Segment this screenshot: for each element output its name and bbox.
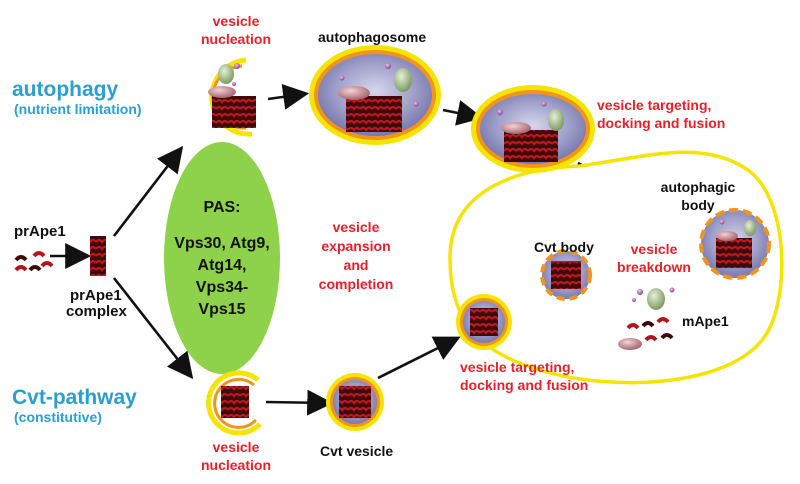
autophagy-title: autophagy <box>12 78 118 101</box>
arrow-complex-to-cvt-nucleation <box>112 277 194 380</box>
prape1-monomers <box>14 251 54 272</box>
pas-line-3: Vps34- <box>196 279 248 296</box>
pas-line-1: Vps30, Atg9, <box>174 235 269 252</box>
pas-line-2: Atg14, <box>198 257 247 274</box>
vesicle-nucleation-top-1: vesicle <box>213 13 260 29</box>
cvt-body <box>540 249 592 301</box>
phagophore-bottom <box>206 370 262 436</box>
autophagosome <box>309 45 441 145</box>
constitutive-subtitle: (constitutive) <box>14 409 102 425</box>
prape1-label: prApe1 <box>14 223 66 240</box>
prape1-complex-label-2: complex <box>66 303 128 320</box>
pas-title: PAS: <box>203 199 240 216</box>
pas-ellipse <box>164 142 280 374</box>
cvt-vesicle-label: Cvt vesicle <box>320 443 393 459</box>
arrow-autophagosome-to-fusion <box>442 100 484 126</box>
vesicle-breakdown-2: breakdown <box>617 259 691 275</box>
arrow-nucleation-to-autophagosome <box>267 83 310 110</box>
cvt-docking-vesicle <box>456 294 512 350</box>
arrow-complex-to-autophagy-nucleation <box>112 145 184 237</box>
vesicle-nucleation-bottom-1: vesicle <box>213 439 260 455</box>
prape1-complex-label-1: prApe1 <box>70 287 122 304</box>
cvt-pathway-title: Cvt-pathway <box>12 386 137 409</box>
vesicle-expansion-1: vesicle <box>333 219 380 235</box>
vesicle-targeting-bottom-1: vesicle targeting, <box>460 359 574 375</box>
vesicle-targeting-bottom-2: docking and fusion <box>460 377 588 393</box>
mape1-label: mApe1 <box>682 313 729 329</box>
autophagic-body-label-1: autophagic <box>661 179 736 195</box>
vesicle-breakdown-1: vesicle <box>631 241 678 257</box>
cvt-body-label: Cvt body <box>534 239 594 255</box>
autophagosome-label: autophagosome <box>318 29 426 45</box>
fused-autophagosome <box>471 85 595 173</box>
vesicle-expansion-3: and <box>344 257 369 273</box>
autophagic-body <box>699 208 771 280</box>
nutrient-limitation-subtitle: (nutrient limitation) <box>14 101 142 117</box>
arrow-cvt-nucleation-to-cvt-vesicle <box>265 389 334 416</box>
pas-line-4: Vps15 <box>198 301 245 318</box>
autophagic-body-label-2: body <box>681 197 715 213</box>
vesicle-nucleation-top-2: nucleation <box>201 31 271 47</box>
prape1-complex <box>90 236 106 276</box>
arrow-cvt-vesicle-to-fusion <box>377 336 461 380</box>
mape1-scatter <box>618 287 675 350</box>
cvt-vesicle <box>326 373 384 431</box>
vesicle-expansion-2: expansion <box>321 238 390 254</box>
vesicle-expansion-4: completion <box>319 276 394 292</box>
phagophore-top <box>208 57 256 137</box>
vesicle-nucleation-bottom-2: nucleation <box>201 457 271 473</box>
vesicle-targeting-top-1: vesicle targeting, <box>597 97 711 113</box>
vesicle-targeting-top-2: docking and fusion <box>597 115 725 131</box>
